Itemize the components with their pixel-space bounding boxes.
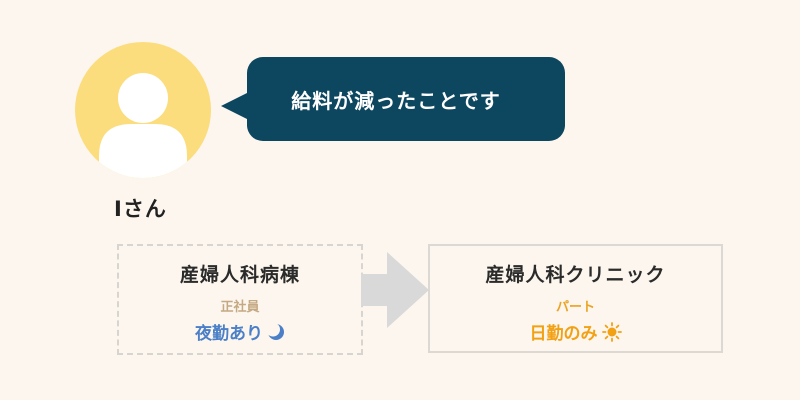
after-shift: 日勤のみ <box>530 319 622 344</box>
avatar <box>75 42 211 178</box>
before-job-title: 産婦人科病棟 <box>179 264 300 286</box>
person-icon <box>99 73 187 178</box>
before-shift: 夜勤あり <box>195 319 285 344</box>
after-job-card: 産婦人科クリニック パート 日勤のみ <box>428 244 723 353</box>
speech-bubble-tail <box>221 92 249 120</box>
speaker-name: Iさん <box>114 197 167 221</box>
after-shift-label: 日勤のみ <box>529 324 598 344</box>
moon-icon <box>267 322 284 340</box>
arrow-right-icon <box>361 252 429 328</box>
before-employment-type: 正社員 <box>220 300 260 315</box>
speech-bubble: 給料が減ったことです <box>247 57 565 141</box>
speech-bubble-text: 給料が減ったことです <box>291 88 501 113</box>
sun-icon <box>601 321 622 342</box>
after-employment-type: パート <box>555 300 595 315</box>
before-shift-label: 夜勤あり <box>195 324 263 344</box>
after-job-title: 産婦人科クリニック <box>485 264 666 286</box>
before-job-card: 産婦人科病棟 正社員 夜勤あり <box>117 244 363 355</box>
